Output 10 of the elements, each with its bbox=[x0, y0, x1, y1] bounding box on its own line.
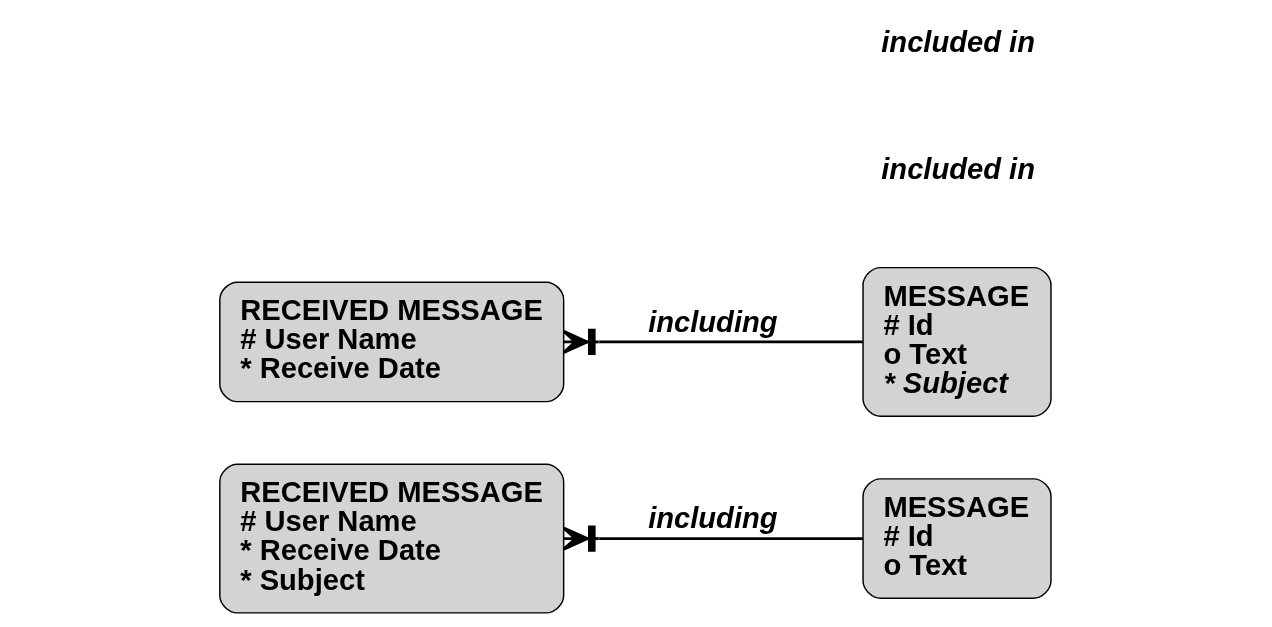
edge-label: including bbox=[647, 502, 778, 535]
edge-label: including bbox=[647, 305, 778, 338]
connector bbox=[561, 525, 863, 552]
node-box: RECEIVED MESSAGE # User Name * Receive Date bbox=[218, 281, 564, 403]
label: included in bbox=[880, 152, 1035, 185]
node-box: MESSAGE # Id o Text bbox=[861, 478, 1052, 600]
node-box: RECEIVED MESSAGE # User Name * Receive Date * Subject bbox=[218, 463, 564, 614]
label: included in bbox=[880, 25, 1035, 58]
node-box: MESSAGE # Id o Text * Subject bbox=[861, 266, 1052, 417]
connector bbox=[561, 328, 863, 355]
